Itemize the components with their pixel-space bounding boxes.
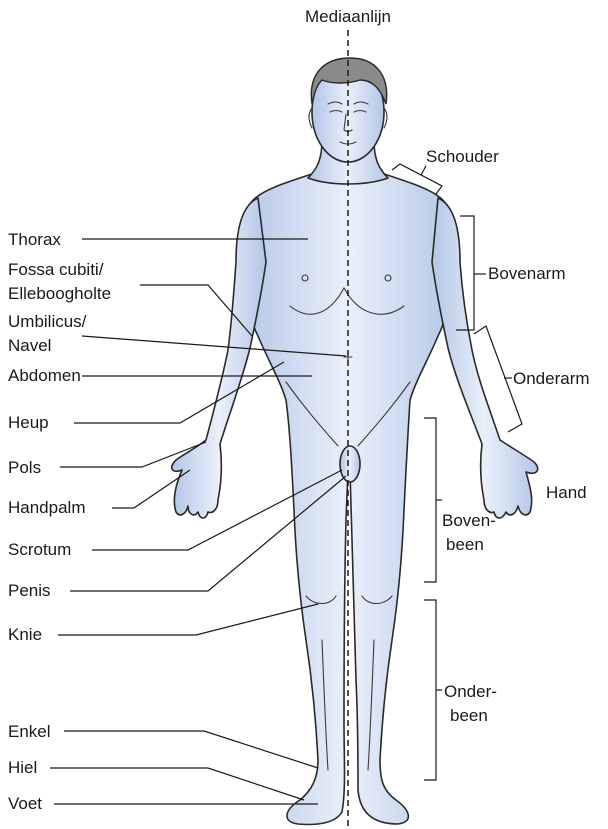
- leader-heup: [74, 362, 284, 423]
- label-schouder: Schouder: [426, 147, 499, 166]
- label-pols: Pols: [8, 458, 41, 477]
- label-enkel: Enkel: [8, 722, 51, 741]
- leader-schouder: [421, 166, 426, 175]
- label-fossa-1: Fossa cubiti/: [8, 260, 104, 279]
- bracket-bovenbeen: [424, 418, 436, 582]
- label-penis: Penis: [8, 581, 51, 600]
- label-umbilicus-2: Navel: [8, 336, 51, 355]
- label-hand: Hand: [546, 483, 587, 502]
- label-hiel: Hiel: [8, 758, 37, 777]
- label-knie: Knie: [8, 625, 42, 644]
- label-heup: Heup: [8, 413, 49, 432]
- body-silhouette: [239, 168, 458, 825]
- bracket-onderbeen: [424, 600, 436, 780]
- label-bovenbeen-1: Boven-: [442, 511, 496, 530]
- label-bovenbeen-2: been: [446, 535, 484, 554]
- leader-knie: [58, 604, 318, 635]
- label-onderbeen-2: been: [450, 706, 488, 725]
- label-voet: Voet: [8, 794, 42, 813]
- leader-hiel: [50, 768, 304, 800]
- label-abdomen: Abdomen: [8, 366, 81, 385]
- midline-label: Mediaanlijn: [305, 7, 391, 26]
- label-fossa-2: Elleboogholte: [8, 284, 111, 303]
- label-bovenarm: Bovenarm: [488, 264, 565, 283]
- label-scrotum: Scrotum: [8, 540, 71, 559]
- arm-left: [172, 198, 266, 518]
- label-handpalm: Handpalm: [8, 498, 86, 517]
- label-thorax: Thorax: [8, 230, 61, 249]
- arm-right: [432, 198, 538, 518]
- label-onderarm: Onderarm: [513, 369, 590, 388]
- label-umbilicus-1: Umbilicus/: [8, 312, 87, 331]
- label-onderbeen-1: Onder-: [444, 682, 497, 701]
- genitals: [340, 446, 360, 482]
- leader-enkel: [64, 731, 318, 768]
